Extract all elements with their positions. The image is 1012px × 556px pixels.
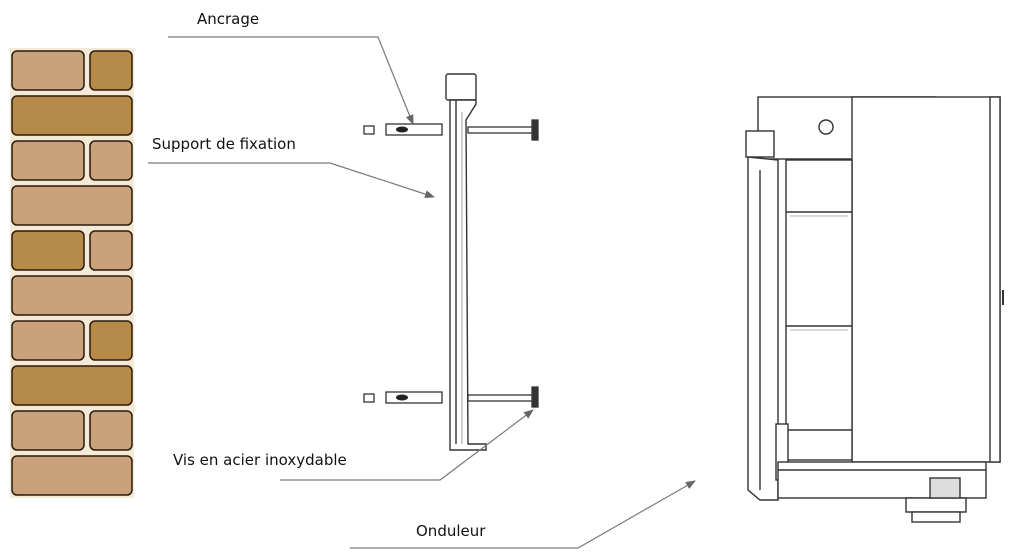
screw-bottom: [467, 386, 539, 408]
brick: [11, 95, 133, 136]
brick: [89, 320, 133, 361]
inverter-side-view: [745, 96, 1004, 523]
brick: [11, 410, 85, 451]
leader-ancrage: [168, 36, 414, 125]
leader-vis: [280, 409, 534, 481]
bracket-label: Support de fixation: [152, 135, 296, 153]
brick-wall: [10, 48, 134, 498]
inverter-label: Onduleur: [416, 522, 486, 540]
brick: [89, 50, 133, 91]
brick: [11, 140, 85, 181]
screw-label: Vis en acier inoxydable: [173, 451, 347, 469]
brick: [11, 50, 85, 91]
brick: [11, 320, 85, 361]
brick: [11, 455, 133, 496]
wall-anchor-top: [363, 123, 443, 136]
leader-support: [148, 162, 435, 199]
screw-top: [467, 119, 539, 141]
brick: [11, 185, 133, 226]
brick: [11, 365, 133, 406]
brick: [89, 230, 133, 271]
wall-anchor-bottom: [363, 391, 443, 404]
mounting-bracket: [445, 73, 487, 451]
anchor-label: Ancrage: [197, 10, 260, 28]
leader-onduleur: [350, 480, 696, 549]
brick: [11, 275, 133, 316]
brick: [89, 410, 133, 451]
brick: [89, 140, 133, 181]
brick: [11, 230, 85, 271]
leader-lines: [148, 36, 696, 549]
